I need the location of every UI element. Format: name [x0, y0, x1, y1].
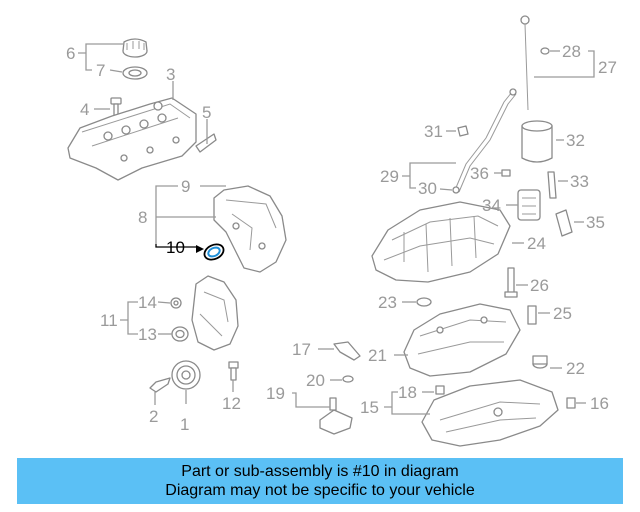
banner-line-1: Part or sub-assembly is #10 in diagram	[181, 463, 459, 480]
info-banner: Part or sub-assembly is #10 in diagram D…	[17, 458, 623, 504]
oil-dipstick	[520, 15, 530, 111]
filler-cap-seal	[122, 66, 148, 80]
dipstick-tube	[452, 88, 517, 194]
callout-8: 8	[138, 208, 147, 227]
callout-27: 27	[598, 58, 617, 77]
callout-28: 28	[562, 42, 581, 61]
drain-seal-20	[342, 375, 354, 383]
leader-lines	[78, 43, 595, 415]
screw-36	[501, 169, 511, 177]
callout-29: 29	[380, 167, 399, 186]
callout-24: 24	[527, 234, 546, 253]
oil-filter	[521, 120, 553, 163]
tube-bolt	[457, 125, 469, 137]
callout-21: 21	[368, 346, 387, 365]
bolt-18	[435, 385, 445, 395]
bracket-17	[333, 341, 361, 361]
callout-20: 20	[306, 371, 325, 390]
callout-23: 23	[378, 293, 397, 312]
callout-3: 3	[166, 65, 175, 84]
callout-13: 13	[138, 325, 157, 344]
callout-17: 17	[292, 340, 311, 359]
cover-gasket	[195, 133, 217, 153]
callout-18: 18	[398, 383, 417, 402]
oil-filler-cap	[122, 38, 148, 58]
callout-22: 22	[566, 359, 585, 378]
callout-labels: 6 7 3 4 5 9 8 10 14 11 13 2 1 12 28 27 3…	[66, 42, 617, 434]
dipstick-seal	[540, 47, 550, 55]
callout-10: 10	[166, 238, 185, 257]
callout-16: 16	[590, 394, 609, 413]
cover-bolt	[110, 97, 122, 119]
callout-32: 32	[566, 131, 585, 150]
bracket-35	[555, 209, 573, 237]
callout-19: 19	[266, 384, 285, 403]
crankshaft-pulley	[171, 360, 201, 390]
callout-1: 1	[180, 415, 189, 434]
oil-cooler	[517, 189, 541, 221]
callout-34: 34	[482, 196, 501, 215]
o-ring-23	[416, 297, 432, 307]
oil-sensor	[547, 171, 557, 199]
callout-25: 25	[553, 304, 572, 323]
callout-7: 7	[96, 61, 105, 80]
bolt-26	[504, 267, 518, 298]
callout-9: 9	[181, 177, 190, 196]
lower-timing-cover	[191, 275, 239, 351]
callout-15: 15	[360, 398, 379, 417]
crank-seal-13	[171, 326, 189, 342]
callout-35: 35	[586, 213, 605, 232]
callout-14: 14	[138, 293, 157, 312]
upper-timing-cover	[213, 185, 287, 273]
seal-ring-part-10	[203, 243, 225, 261]
oil-pan-upper-section	[403, 303, 521, 377]
callout-12: 12	[222, 394, 241, 413]
bolt-25	[527, 305, 537, 325]
callout-11: 11	[100, 311, 118, 330]
callout-4: 4	[80, 100, 89, 119]
timing-cover-stud	[228, 361, 239, 381]
washer-14	[170, 297, 182, 309]
callout-6: 6	[66, 44, 75, 63]
parts-diagram: 6 7 3 4 5 9 8 10 14 11 13 2 1 12 28 27 3…	[66, 15, 617, 447]
oil-level-sensor	[319, 397, 353, 435]
callout-5: 5	[202, 103, 211, 122]
valve-cover	[67, 97, 197, 181]
callout-31: 31	[424, 122, 443, 141]
callout-36: 36	[470, 164, 489, 183]
upper-oil-pan-baffle	[371, 201, 511, 283]
drain-plug-16	[566, 397, 576, 409]
callout-2: 2	[149, 407, 158, 426]
callout-30: 30	[418, 179, 437, 198]
banner-line-2: Diagram may not be specific to your vehi…	[165, 482, 475, 499]
lower-oil-pan	[421, 379, 559, 447]
pulley-bolt	[149, 377, 171, 393]
plug-22	[532, 355, 548, 369]
callout-26: 26	[530, 276, 549, 295]
callout-33: 33	[570, 172, 589, 191]
